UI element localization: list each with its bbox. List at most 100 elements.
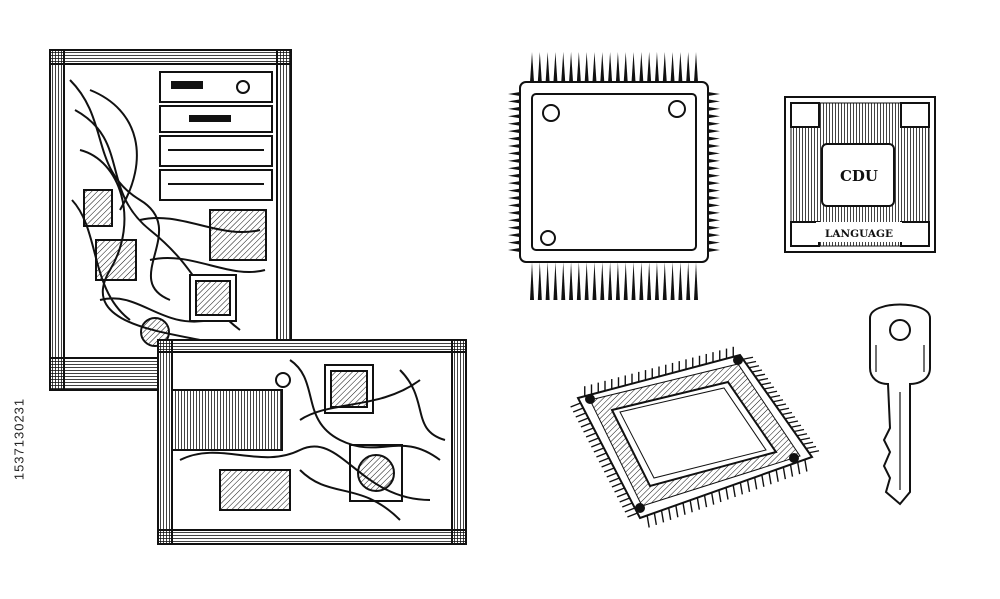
cpu-pin	[708, 173, 720, 178]
cpu-pin	[537, 262, 542, 300]
cpu-pin	[708, 166, 720, 171]
cpu-box-subtitle: LANGUAGE	[825, 228, 893, 240]
cpu-pin	[708, 92, 720, 96]
cpu-3d-pin	[778, 407, 790, 411]
cpu-pin	[670, 52, 675, 82]
cpu-3d-pin	[799, 437, 811, 441]
cpu-3d-pin	[787, 420, 799, 424]
cpu-pin	[708, 158, 720, 163]
cpu-pin	[686, 52, 691, 82]
cpu-pin	[647, 52, 652, 82]
cpu-pin	[508, 196, 520, 200]
cpu-3d-pin	[570, 402, 581, 408]
cpu-3d-pin	[761, 474, 765, 487]
cpu-3d-pin	[763, 386, 775, 390]
cpu-pin	[654, 262, 659, 300]
cpu-3d-pin	[742, 356, 754, 360]
cpu-pin	[508, 210, 520, 215]
cpu-3d-pin	[624, 507, 636, 513]
cpu-pin	[708, 196, 720, 200]
cpu-3d-pin	[580, 422, 592, 428]
cpu-pin	[708, 181, 720, 186]
cpu-pin	[639, 52, 644, 82]
cpu-3d-pin	[718, 489, 722, 503]
cpu-pin	[654, 52, 659, 82]
cpu-pin	[561, 262, 566, 300]
cpu-pin	[631, 262, 636, 300]
cpu-3d-pin	[805, 445, 817, 450]
cpu-3d-pin	[745, 360, 757, 365]
cpu-3d-pin	[769, 394, 781, 399]
cpu-3d-pin	[667, 507, 672, 520]
cpu-pin	[508, 203, 520, 208]
cpu-pin	[608, 262, 613, 300]
cpu-pin	[708, 218, 720, 223]
cpu-3d-pin	[689, 500, 693, 513]
cpu-pin	[545, 262, 550, 300]
cpu-pin	[508, 144, 520, 148]
cpu-pin	[530, 262, 534, 300]
cpu-3d-pin	[575, 412, 587, 418]
cpu-pin	[662, 52, 667, 82]
cpu-pin	[508, 114, 520, 119]
cpu-3d-pin	[781, 411, 793, 416]
cpu-pin	[592, 52, 597, 82]
cpu-pin	[623, 52, 628, 82]
cpu-3d-pin	[768, 472, 772, 485]
cpu-pin	[631, 52, 636, 82]
key-icon	[869, 303, 931, 506]
cpu-3d-pin	[772, 399, 784, 403]
cpu-pin	[508, 166, 520, 171]
cpu-box-title: CDU	[840, 167, 878, 185]
cpu-3d-pin	[753, 477, 758, 490]
cpu-pin	[569, 52, 574, 82]
cpu-3d-pin	[732, 484, 736, 498]
cpu-3d-pin	[682, 502, 686, 515]
cpu-3d-pin	[739, 482, 744, 495]
cpu-pin	[537, 52, 542, 82]
cpu-pin	[608, 52, 613, 82]
cpu-3d-pin	[760, 382, 772, 386]
cpu-3d-pin	[646, 515, 650, 528]
cpu-pin	[708, 188, 720, 193]
cpu-3d-pin	[627, 512, 638, 518]
cpu-pin	[576, 52, 581, 82]
cpu-pin	[508, 248, 520, 252]
cpu-pin	[639, 262, 644, 300]
cpu-pin	[708, 203, 720, 208]
cpu-3d-pin	[757, 377, 769, 382]
cpu-3d-pin	[653, 512, 658, 526]
cpu-3d-pin	[578, 417, 589, 423]
cpu-3d-pin	[614, 487, 625, 493]
cpu-pin	[708, 151, 720, 156]
cpu-3d-pin	[710, 492, 715, 505]
cpu-pin	[708, 233, 720, 238]
cpu-3d-pin	[616, 492, 628, 498]
cpu-pin	[708, 121, 720, 126]
cpu-3d-pin	[598, 457, 610, 463]
cpu-pin	[708, 106, 720, 111]
cpu-pin	[553, 262, 558, 300]
cpu-3d-pin	[789, 464, 794, 477]
cpu-pin	[708, 99, 720, 104]
cpu-3d-pin	[775, 469, 779, 482]
cpu-3d-pin	[696, 497, 701, 510]
cpu-3d-pin	[572, 407, 584, 413]
computer-case-icon	[157, 339, 467, 545]
cpu-3d-pin	[804, 459, 808, 472]
cpu-pin	[508, 151, 520, 156]
cpu-pin	[678, 262, 683, 300]
cpu-3d-pin	[590, 442, 602, 448]
computer-tower-icon	[49, 49, 292, 391]
cpu-pin	[678, 52, 683, 82]
cpu-chip-3d-icon	[570, 346, 820, 528]
cpu-3d-pin	[793, 428, 805, 433]
cpu-pin	[584, 52, 589, 82]
cpu-chip-icon	[508, 52, 720, 300]
cpu-3d-pin	[802, 441, 814, 445]
cpu-pin	[708, 248, 720, 252]
cpu-3d-pin	[703, 495, 708, 508]
cpu-3d-pin	[746, 479, 751, 492]
